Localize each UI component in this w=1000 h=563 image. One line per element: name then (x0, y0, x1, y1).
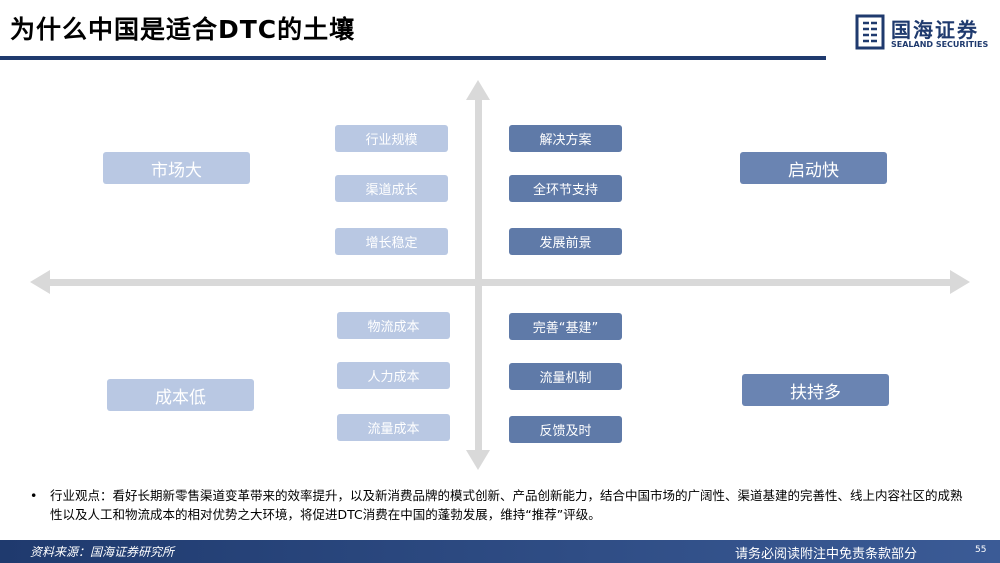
quadrant-label-market-size: 市场大 (103, 152, 250, 184)
quadrant-label-low-cost: 成本低 (107, 379, 254, 411)
logo-name: 国海证券 (891, 18, 979, 42)
item-channel-growth: 渠道成长 (335, 175, 448, 202)
item-labor-cost: 人力成本 (337, 362, 450, 389)
right-arrow-icon (950, 270, 970, 294)
vertical-axis (475, 90, 482, 460)
left-arrow-icon (30, 270, 50, 294)
logo: 国海证券 SEALAND SECURITIES (855, 14, 995, 54)
item-development-prospects: 发展前景 (509, 228, 622, 255)
item-stable-growth: 增长稳定 (335, 228, 448, 255)
commentary: • 行业观点：看好长期新零售渠道变革带来的效率提升，以及新消费品牌的模式创新、产… (30, 486, 970, 524)
footer-bar: 资料来源：国海证券研究所 请务必阅读附注中免责条款部分 55 (0, 540, 1000, 563)
down-arrow-icon (466, 450, 490, 470)
bullet-marker: • (30, 488, 38, 503)
item-infrastructure: 完善“基建” (509, 313, 622, 340)
up-arrow-icon (466, 80, 490, 100)
item-full-chain-support: 全环节支持 (509, 175, 622, 202)
header-rule (0, 56, 826, 60)
quadrant-label-more-support: 扶持多 (742, 374, 889, 406)
sealand-logo-icon (855, 14, 885, 50)
logo-english-name: SEALAND SECURITIES (891, 40, 989, 49)
item-traffic-cost: 流量成本 (337, 414, 450, 441)
quadrant-label-quick-start: 启动快 (740, 152, 887, 184)
horizontal-axis (38, 279, 952, 286)
commentary-text: 行业观点：看好长期新零售渠道变革带来的效率提升，以及新消费品牌的模式创新、产品创… (50, 488, 963, 522)
page-title: 为什么中国是适合DTC的土壤 (10, 15, 356, 44)
item-timely-feedback: 反馈及时 (509, 416, 622, 443)
item-traffic-mechanism: 流量机制 (509, 363, 622, 390)
item-industry-scale: 行业规模 (335, 125, 448, 152)
footer-source: 资料来源：国海证券研究所 (30, 545, 175, 559)
item-solutions: 解决方案 (509, 125, 622, 152)
footer-disclaimer: 请务必阅读附注中免责条款部分 (735, 547, 918, 562)
item-logistics-cost: 物流成本 (337, 312, 450, 339)
page-number: 55 (975, 545, 987, 555)
